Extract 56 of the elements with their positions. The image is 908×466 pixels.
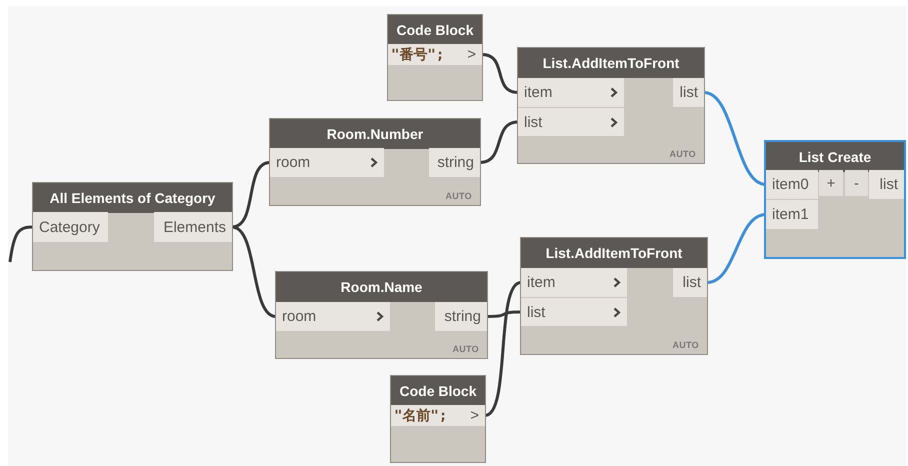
input-port [518, 108, 624, 136]
wire [484, 281, 522, 417]
node-box [387, 14, 483, 101]
port-label: item [524, 84, 552, 101]
wire [704, 91, 766, 186]
wire [8, 226, 34, 262]
output-port: list [673, 78, 704, 107]
input-port [521, 268, 627, 297]
lacing-label: AUTO [445, 191, 472, 201]
output-port: > [460, 44, 482, 65]
lacing-label: AUTO [672, 340, 699, 350]
node-title: Code Block [391, 376, 485, 406]
node-title: Room.Number [270, 119, 480, 149]
port-label: list [527, 304, 546, 320]
input-port [270, 148, 384, 177]
port-label: room [276, 154, 310, 171]
node-title: List Create [766, 142, 904, 172]
add-remove-button: - [845, 170, 868, 196]
input-port [276, 302, 390, 331]
wire [486, 310, 522, 318]
input-port: Category [33, 212, 108, 242]
wire [706, 213, 766, 284]
output-port: list [869, 170, 904, 199]
node-box [517, 47, 705, 164]
input-port: item0 [766, 170, 818, 199]
port-label: list [524, 114, 542, 130]
node-title: All Elements of Category [33, 183, 232, 213]
wire [232, 161, 270, 228]
output-port: string [435, 302, 487, 331]
lacing-label: AUTO [452, 344, 479, 354]
node-box [390, 375, 486, 463]
node-box [269, 118, 481, 206]
output-port: string [429, 148, 480, 177]
wire [482, 53, 518, 94]
node-title: Room.Name [276, 272, 487, 302]
node-title: List.AddItemToFront [521, 238, 707, 268]
output-port: list [673, 268, 707, 297]
node-box [764, 140, 906, 259]
input-port: item1 [766, 200, 818, 229]
node-title: Code Block [388, 15, 482, 45]
wire [480, 120, 518, 164]
node-title: List.AddItemToFront [518, 48, 704, 78]
output-port: > [463, 405, 485, 426]
port-label: item [527, 274, 556, 291]
input-port [521, 298, 627, 326]
port-label: room [282, 308, 316, 325]
wire [232, 226, 276, 318]
code-field: "番号"; [388, 44, 460, 65]
code-field: "名前"; [391, 405, 463, 426]
output-port: Elements [154, 212, 232, 242]
node-box [520, 237, 708, 355]
add-remove-button: + [819, 170, 843, 196]
lacing-label: AUTO [669, 149, 696, 159]
node-box [275, 271, 488, 359]
input-port [518, 78, 624, 107]
node-box [32, 182, 233, 271]
